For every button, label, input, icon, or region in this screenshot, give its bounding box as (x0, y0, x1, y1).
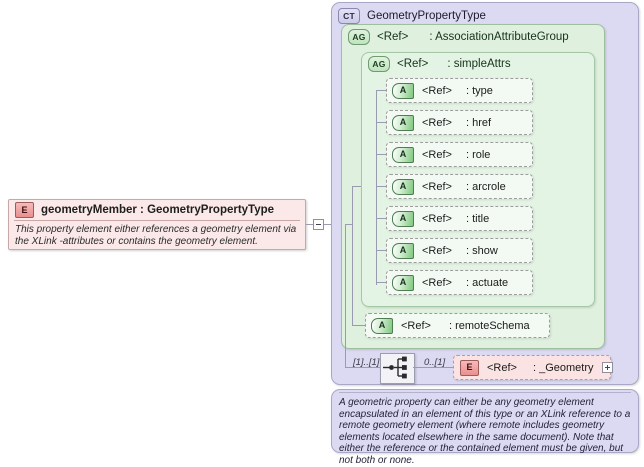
connector-line (413, 367, 453, 368)
connector-line (376, 90, 386, 91)
attributegroup-ref-association: <Ref> (377, 31, 409, 43)
element-title: geometryMember : GeometryPropertyType (41, 204, 275, 216)
attribute-row[interactable]: A <Ref> : arcrole (386, 174, 533, 199)
element-box-header: E geometryMember : GeometryPropertyType (9, 200, 305, 220)
attribute-ref: <Ref> (422, 84, 452, 97)
attribute-icon: A (392, 210, 414, 227)
attribute-ref: <Ref> (422, 116, 452, 129)
attributegroup-header-simpleattrs: AG <Ref> : simpleAttrs (362, 53, 594, 72)
connector-line (345, 367, 380, 368)
connector-line (352, 186, 353, 326)
attributegroup-icon: AG (368, 56, 390, 72)
cardinality-left: [1]..[1] (353, 357, 380, 368)
attribute-row[interactable]: A <Ref> : actuate (386, 270, 533, 295)
attribute-icon: A (392, 82, 414, 99)
attribute-icon: A (392, 114, 414, 131)
complextype-header: CT GeometryPropertyType (332, 3, 638, 24)
attribute-row[interactable]: A <Ref> : href (386, 110, 533, 135)
annotation-divider (339, 392, 631, 393)
attribute-name: : type (465, 84, 493, 97)
annotation-box: A geometric property can either be any g… (331, 389, 639, 466)
element-icon: E (15, 202, 34, 218)
attribute-ref: <Ref> (422, 180, 452, 193)
collapse-toggle-geometryMember[interactable] (313, 219, 324, 230)
connector-line (376, 282, 386, 283)
connector-line (376, 154, 386, 155)
attribute-name: : href (465, 116, 492, 129)
expand-toggle-geometry[interactable] (602, 362, 613, 373)
connector-line (376, 122, 386, 123)
attributegroup-icon: AG (348, 29, 370, 45)
attribute-name: : remoteSchema (448, 319, 530, 332)
annotation-text: A geometric property can either be any g… (339, 397, 631, 466)
cardinality-right: 0..[1] (424, 357, 446, 368)
attribute-name: : title (465, 212, 490, 225)
connector-line (376, 218, 386, 219)
connector-line (376, 90, 377, 285)
element-icon: E (460, 359, 479, 376)
attribute-ref: <Ref> (422, 244, 452, 257)
attribute-row[interactable]: A <Ref> : title (386, 206, 533, 231)
attribute-ref: <Ref> (422, 276, 452, 289)
connector-line (376, 186, 386, 187)
attribute-name: : actuate (465, 276, 509, 289)
connector-line (352, 325, 365, 326)
connector-line (306, 224, 313, 225)
attribute-row[interactable]: A <Ref> : type (386, 78, 533, 103)
element-name: : _Geometry (532, 361, 594, 374)
connector-line (352, 186, 361, 187)
attribute-icon: A (392, 242, 414, 259)
attribute-row[interactable]: A <Ref> : show (386, 238, 533, 263)
attribute-row-remoteschema[interactable]: A <Ref> : remoteSchema (365, 313, 550, 338)
attributegroup-header-association: AG <Ref> : AssociationAttributeGroup (342, 25, 604, 45)
attribute-ref: <Ref> (401, 319, 431, 332)
connector-line (376, 250, 386, 251)
complextype-name: GeometryPropertyType (367, 10, 486, 22)
element-box-geometryMember[interactable]: E geometryMember : GeometryPropertyType … (8, 199, 306, 250)
choice-compositor-icon[interactable] (380, 353, 415, 384)
attribute-icon: A (392, 178, 414, 195)
element-ref: <Ref> (487, 361, 517, 374)
complextype-icon: CT (338, 8, 360, 24)
element-documentation: This property element either references … (15, 224, 297, 247)
attribute-ref: <Ref> (422, 212, 452, 225)
attributegroup-name-simpleattrs: : simpleAttrs (447, 58, 511, 70)
attribute-icon: A (392, 146, 414, 163)
connector-line (345, 224, 353, 225)
element-divider (14, 220, 300, 221)
attribute-ref: <Ref> (422, 148, 452, 161)
attribute-icon: A (392, 274, 414, 291)
attribute-row[interactable]: A <Ref> : role (386, 142, 533, 167)
connector-line (345, 224, 346, 367)
choice-compositor-glyph (383, 356, 407, 379)
attribute-name: : role (465, 148, 491, 161)
attribute-icon: A (371, 317, 393, 334)
attribute-name: : arcrole (465, 180, 506, 193)
diagram-canvas: E geometryMember : GeometryPropertyType … (8, 2, 639, 466)
attributegroup-ref-simpleattrs: <Ref> (397, 58, 429, 70)
attributegroup-name-association: : AssociationAttributeGroup (429, 31, 569, 43)
attribute-name: : show (465, 244, 498, 257)
element-row-geometry[interactable]: E <Ref> : _Geometry (453, 355, 611, 380)
